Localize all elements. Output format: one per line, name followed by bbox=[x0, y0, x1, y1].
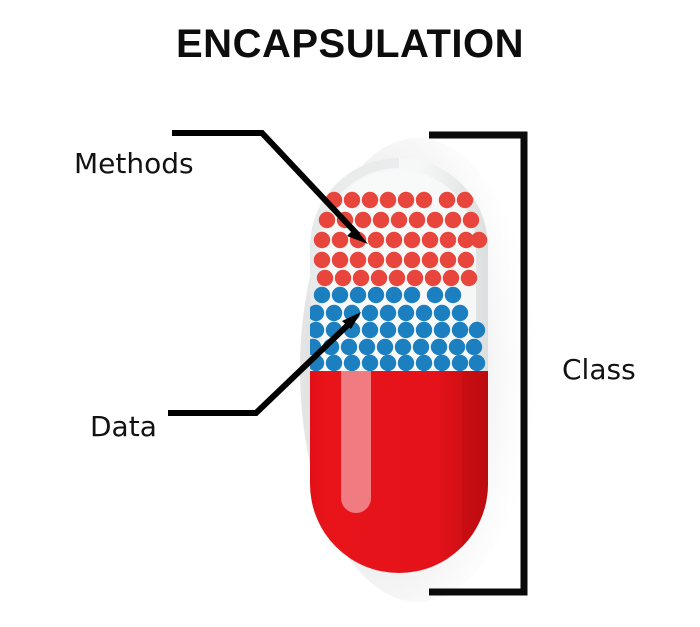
red-dot bbox=[457, 251, 475, 269]
blue-dot bbox=[415, 304, 433, 322]
red-dot bbox=[390, 211, 408, 229]
blue-dots-group bbox=[310, 286, 486, 371]
blue-dot bbox=[331, 286, 349, 304]
blue-dot bbox=[415, 354, 433, 371]
red-dot bbox=[313, 231, 331, 249]
red-dot bbox=[385, 231, 403, 249]
blue-dot bbox=[412, 338, 430, 356]
blue-dot bbox=[379, 321, 397, 339]
red-dot bbox=[403, 251, 421, 269]
blue-dot bbox=[343, 354, 361, 371]
red-dot bbox=[439, 231, 457, 249]
red-dot bbox=[343, 191, 361, 209]
red-dot bbox=[424, 269, 442, 287]
red-dot bbox=[367, 231, 385, 249]
red-dot bbox=[438, 191, 456, 209]
red-dot bbox=[334, 269, 352, 287]
blue-dot bbox=[379, 354, 397, 371]
blue-dot bbox=[403, 286, 421, 304]
blue-dot bbox=[468, 354, 486, 371]
blue-dot bbox=[448, 338, 466, 356]
blue-dot bbox=[415, 321, 433, 339]
blue-dot bbox=[433, 321, 451, 339]
blue-dot bbox=[385, 286, 403, 304]
red-dot bbox=[316, 269, 334, 287]
blue-dot bbox=[367, 286, 385, 304]
blue-dot bbox=[433, 304, 451, 322]
blue-dot bbox=[451, 354, 469, 371]
class-label: Class bbox=[562, 353, 636, 386]
blue-dot bbox=[451, 321, 469, 339]
blue-dot bbox=[433, 354, 451, 371]
red-dot bbox=[403, 231, 421, 249]
red-dot bbox=[354, 211, 372, 229]
blue-dot bbox=[325, 354, 343, 371]
red-dot bbox=[408, 211, 426, 229]
blue-dot bbox=[397, 321, 415, 339]
red-dot bbox=[352, 269, 370, 287]
red-dot bbox=[331, 231, 349, 249]
red-dot bbox=[385, 251, 403, 269]
blue-dot bbox=[313, 286, 331, 304]
blue-dot bbox=[310, 304, 325, 322]
red-dot bbox=[415, 191, 433, 209]
red-dot bbox=[370, 269, 388, 287]
red-dot bbox=[421, 251, 439, 269]
red-dots-group bbox=[313, 191, 488, 287]
methods-arrowhead bbox=[347, 228, 368, 244]
blue-dot bbox=[376, 338, 394, 356]
red-dot bbox=[367, 251, 385, 269]
red-dot bbox=[426, 211, 444, 229]
red-dot bbox=[444, 211, 462, 229]
blue-dot bbox=[361, 354, 379, 371]
capsule-red-half bbox=[310, 371, 488, 573]
blue-dot bbox=[468, 321, 486, 339]
blue-dot bbox=[451, 304, 469, 322]
page-title: ENCAPSULATION bbox=[176, 22, 524, 66]
data-arrowhead bbox=[342, 312, 361, 329]
blue-dot bbox=[444, 286, 462, 304]
red-dot bbox=[470, 231, 488, 249]
blue-dot bbox=[361, 321, 379, 339]
blue-dot bbox=[426, 286, 444, 304]
red-dot bbox=[331, 251, 349, 269]
blue-dot bbox=[310, 321, 325, 339]
red-dot bbox=[462, 211, 480, 229]
red-dot bbox=[460, 269, 478, 287]
data-leader-line bbox=[168, 312, 361, 416]
red-dot bbox=[372, 211, 390, 229]
class-bracket bbox=[429, 131, 528, 596]
red-dot bbox=[406, 269, 424, 287]
blue-dot bbox=[397, 304, 415, 322]
methods-leader-line bbox=[172, 130, 368, 244]
red-dot bbox=[439, 251, 457, 269]
red-dot bbox=[349, 251, 367, 269]
red-dot bbox=[361, 191, 379, 209]
blue-dot bbox=[397, 354, 415, 371]
blue-dot bbox=[340, 338, 358, 356]
red-dot bbox=[313, 251, 331, 269]
red-dot bbox=[456, 191, 474, 209]
red-dot bbox=[397, 191, 415, 209]
blue-dot bbox=[379, 304, 397, 322]
red-dot bbox=[442, 269, 460, 287]
red-dot bbox=[457, 231, 475, 249]
red-dot bbox=[318, 211, 336, 229]
red-dot bbox=[421, 231, 439, 249]
blue-dot bbox=[430, 338, 448, 356]
blue-dot bbox=[349, 286, 367, 304]
methods-label: Methods bbox=[74, 147, 194, 180]
blue-dot bbox=[394, 338, 412, 356]
blue-dot bbox=[325, 304, 343, 322]
red-dot bbox=[388, 269, 406, 287]
data-label: Data bbox=[90, 410, 157, 443]
blue-dot bbox=[465, 338, 483, 356]
red-dot bbox=[379, 191, 397, 209]
blue-dot bbox=[361, 304, 379, 322]
blue-dot bbox=[358, 338, 376, 356]
